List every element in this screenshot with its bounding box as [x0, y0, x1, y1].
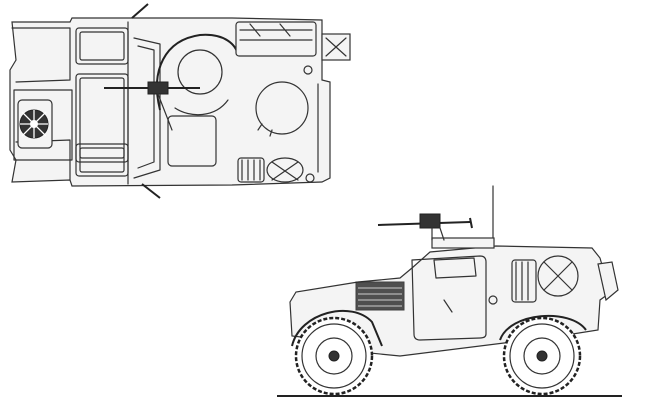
machine-gun-top — [104, 81, 200, 131]
front-wheel — [294, 316, 374, 396]
machine-gun-side — [377, 213, 473, 241]
fan-grille-icon — [17, 99, 53, 149]
rear-wheel — [502, 316, 582, 396]
vehicle-side-view — [277, 185, 622, 397]
vehicle-top-view — [9, 3, 351, 199]
